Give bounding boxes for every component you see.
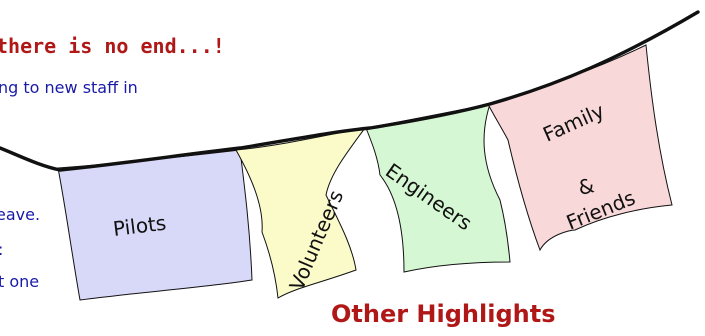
flag-family-line-2: & xyxy=(576,173,596,200)
bunting-line xyxy=(0,10,700,172)
flag-volunteers: Volunteers xyxy=(235,127,367,299)
flag-pilots: Pilots xyxy=(57,149,253,301)
body-text-line-4: t one xyxy=(0,272,40,291)
flag-engineers: Engineers xyxy=(365,103,511,273)
flag-family-friends: Family & Friends xyxy=(487,44,673,252)
other-highlights-heading: Other Highlights xyxy=(331,300,556,328)
slide-heading: there is no end...! xyxy=(0,34,225,58)
flag-family-friends-shape xyxy=(487,44,673,252)
body-text-line-3: : xyxy=(0,240,3,259)
body-text-line-2: eave. xyxy=(0,205,41,224)
body-text-line-1: ng to new staff in xyxy=(0,78,138,97)
